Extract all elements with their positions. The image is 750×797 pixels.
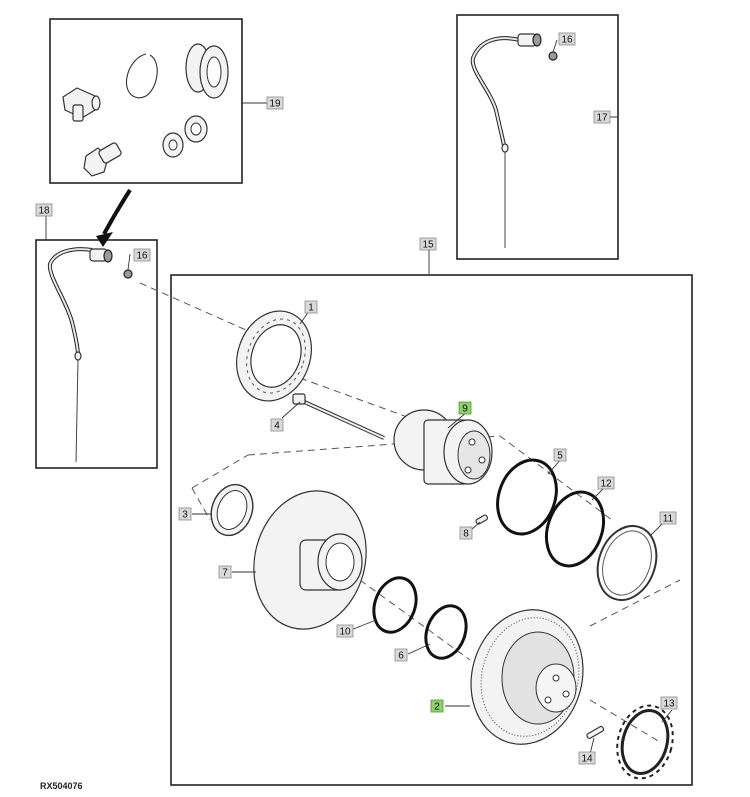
callout-label: 8 xyxy=(463,529,469,540)
part-6-o-ring xyxy=(424,604,468,660)
callout-6: 6 xyxy=(394,648,408,662)
callout-9: 9 xyxy=(458,401,472,415)
callout-label: 13 xyxy=(663,699,675,710)
washers xyxy=(162,115,208,158)
callout-12: 12 xyxy=(597,476,615,490)
callout-8: 8 xyxy=(459,526,473,540)
callout-15: 15 xyxy=(419,237,437,251)
callout-label: 10 xyxy=(339,627,351,638)
group-outline-left-lower xyxy=(191,487,211,521)
callout-3: 3 xyxy=(178,507,192,521)
callout-18: 18 xyxy=(35,203,53,217)
group-outline-bottom-right xyxy=(589,579,681,627)
callout-13: 13 xyxy=(660,696,678,710)
seal-halves xyxy=(185,43,229,99)
part-9-hub xyxy=(393,409,493,485)
callout-label: 3 xyxy=(182,510,188,521)
kit-18-oil-line xyxy=(47,247,133,463)
callout-10: 10 xyxy=(336,624,354,638)
callout-7: 7 xyxy=(218,565,232,579)
group-outline-left xyxy=(191,454,249,489)
axis-line-lower xyxy=(359,579,471,661)
callout-label: 7 xyxy=(222,568,228,579)
kit-19-frame xyxy=(49,18,243,184)
callout-label: 9 xyxy=(462,404,468,415)
assembly-15-frame xyxy=(170,274,693,786)
arrow-head-icon xyxy=(96,232,113,247)
callout-label: 16 xyxy=(136,251,148,262)
part-12-o-ring xyxy=(544,490,606,568)
part-2-pump xyxy=(470,609,584,745)
callout-5: 5 xyxy=(553,448,567,462)
callout-label: 16 xyxy=(561,35,573,46)
callout-19: 19 xyxy=(266,96,284,110)
part-10-o-ring xyxy=(372,576,418,634)
callout-2: 2 xyxy=(430,699,444,713)
part-3-ring xyxy=(210,483,254,537)
callout-label: 12 xyxy=(600,479,612,490)
diagram-reference-code: RX504076 xyxy=(40,781,83,791)
callout-label: 5 xyxy=(557,451,563,462)
callout-label: 18 xyxy=(38,206,50,217)
part-8-pin xyxy=(475,514,489,525)
callout-label: 15 xyxy=(422,240,434,251)
axis-line-upper xyxy=(139,282,247,331)
part-5-o-ring xyxy=(496,458,558,536)
callout-label: 17 xyxy=(596,113,608,124)
callout-label: 4 xyxy=(274,421,280,432)
callout-4: 4 xyxy=(270,418,284,432)
callout-label: 6 xyxy=(398,651,404,662)
kit-19-parts xyxy=(62,43,229,177)
callout-1: 1 xyxy=(304,300,318,314)
arrow-19-to-18 xyxy=(102,188,132,235)
kit-17-frame xyxy=(456,14,619,260)
plug-bolt xyxy=(83,142,122,177)
callout-11: 11 xyxy=(659,511,677,525)
axis-line-mid xyxy=(299,377,411,419)
kit-18-frame xyxy=(35,239,158,469)
callout-16: 16 xyxy=(133,248,151,262)
part-13-gear xyxy=(616,704,674,780)
callout-label: 2 xyxy=(434,702,440,713)
callout-label: 14 xyxy=(581,754,593,765)
snap-ring xyxy=(125,53,158,99)
callout-label: 11 xyxy=(663,514,674,525)
callout-17: 17 xyxy=(593,110,611,124)
part-11-ring xyxy=(596,525,658,601)
part-7-housing xyxy=(253,490,367,630)
callout-16: 16 xyxy=(558,32,576,46)
callout-label: 19 xyxy=(269,99,281,110)
callout-14: 14 xyxy=(578,751,596,765)
group-outline-top xyxy=(247,435,613,521)
tee-fitting xyxy=(62,87,101,122)
callout-label: 1 xyxy=(308,303,314,314)
part-14-pin xyxy=(586,725,605,739)
part-4-bolt xyxy=(292,393,385,440)
part-1-bearing xyxy=(236,310,312,402)
axis-line-bottom xyxy=(589,699,661,743)
kit-17-oil-line xyxy=(470,33,558,248)
